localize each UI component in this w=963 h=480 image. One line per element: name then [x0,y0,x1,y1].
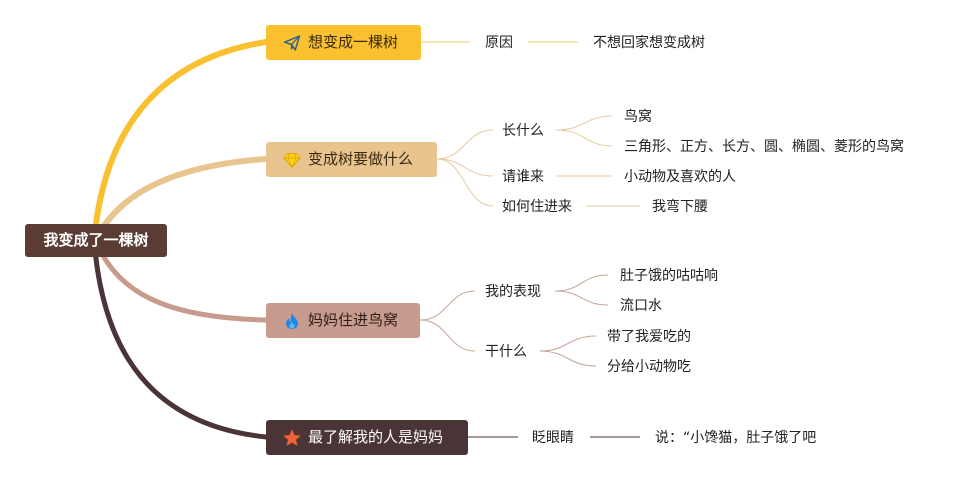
topic-animals-and-loved-ones[interactable]: 小动物及喜欢的人 [624,169,736,185]
branch-link-2 [97,156,269,235]
branch-topic-1[interactable]: 想变成一棵树 [266,25,421,60]
topic-bend-down[interactable]: 我弯下腰 [652,199,708,215]
branch-link-4 [92,247,269,440]
branch-topic-1-label: 想变成一棵树 [308,33,399,51]
topic-share-with-animals[interactable]: 分给小动物吃 [607,359,691,375]
topic-brought-favorite-food[interactable]: 带了我爱吃的 [607,329,691,345]
topic-reason-detail[interactable]: 不想回家想变成树 [593,35,705,51]
star-icon [283,429,301,447]
branch-topic-3[interactable]: 妈妈住进鸟窝 [266,303,420,338]
branch-topic-3-label: 妈妈住进鸟窝 [308,311,399,329]
diamond-icon [283,151,301,169]
topic-what-grows[interactable]: 长什么 [502,123,544,139]
topic-mom-says[interactable]: 说：“小馋猫，肚子饿了吧 [655,430,817,446]
topic-nest[interactable]: 鸟窝 [624,109,652,125]
paper-plane-icon [283,34,301,52]
topic-drooling[interactable]: 流口水 [620,298,662,314]
topic-who-to-invite[interactable]: 请谁来 [502,169,544,185]
branch-topic-2[interactable]: 变成树要做什么 [266,142,437,177]
root-topic[interactable]: 我变成了一棵树 [25,224,167,257]
branch-topic-4[interactable]: 最了解我的人是妈妈 [266,420,468,455]
branch-topic-2-label: 变成树要做什么 [308,150,414,168]
topic-my-behavior[interactable]: 我的表现 [485,284,541,300]
topic-blink-eyes[interactable]: 眨眼睛 [532,430,574,446]
flame-icon [283,312,301,330]
branch-topic-4-label: 最了解我的人是妈妈 [308,428,444,446]
topic-nest-shapes[interactable]: 三角形、正方、长方、圆、椭圆、菱形的鸟窝 [624,139,904,155]
topic-stomach-growling[interactable]: 肚子饿的咕咕响 [620,268,718,284]
branch-link-1 [92,39,269,235]
topic-reason[interactable]: 原因 [485,35,513,51]
topic-what-to-do[interactable]: 干什么 [485,344,527,360]
branch-link-3 [97,247,269,323]
topic-how-to-move-in[interactable]: 如何住进来 [502,199,572,215]
